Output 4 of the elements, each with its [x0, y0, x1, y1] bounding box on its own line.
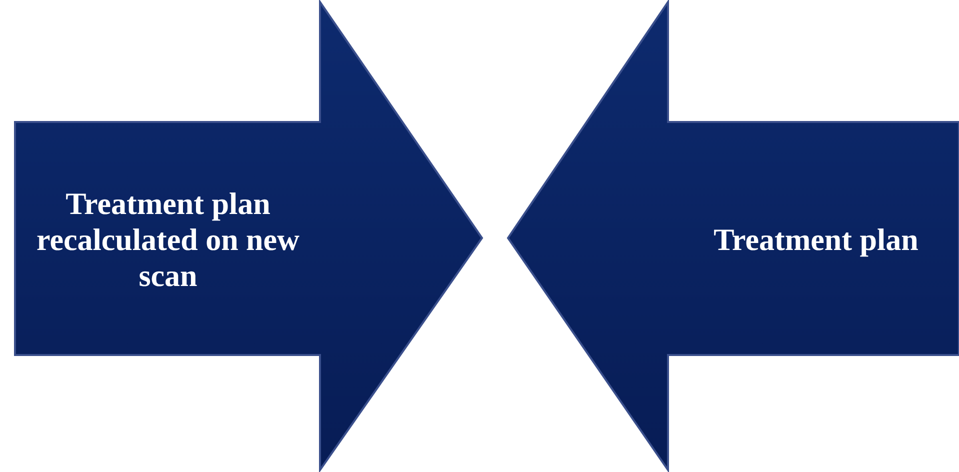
arrow-shape	[13, 0, 485, 472]
arrow-shape	[506, 0, 959, 472]
arrow-label: Treatment plan	[714, 222, 918, 258]
arrow-label: Treatment plan recalculated on new scan	[36, 186, 300, 294]
